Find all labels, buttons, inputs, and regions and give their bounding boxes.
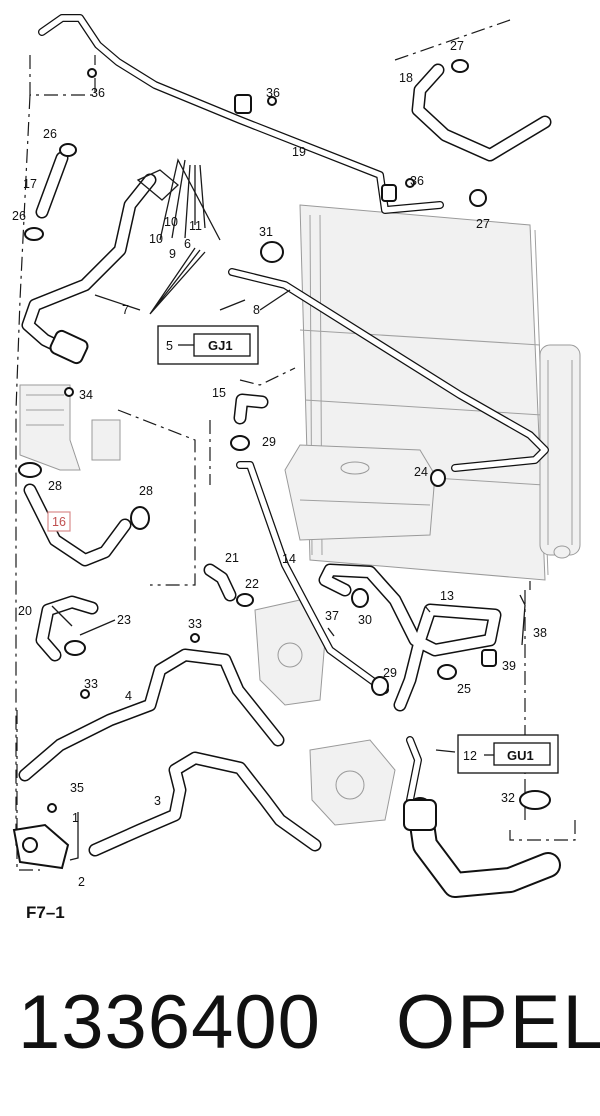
callout-30: 30 [358,613,372,627]
callout-38: 38 [533,626,547,640]
pipe-4 [18,648,285,782]
callout-11: 11 [189,219,202,233]
callout-9: 9 [169,247,176,261]
callout-29: 29 [262,435,276,449]
part-16-highlight-box [47,511,71,532]
callout-3: 3 [154,794,161,808]
callout-22: 22 [245,577,259,591]
callout-31: 31 [259,225,273,239]
callout-19: 19 [292,145,306,159]
callout-27: 27 [450,39,464,53]
reference-box-gu1: 12 GU1 [457,734,559,774]
callout-36: 36 [266,86,280,100]
leader-lines [51,158,456,861]
callout-28: 28 [48,479,62,493]
callout-10: 10 [149,232,163,246]
thermostat-pump-ghost [254,599,396,826]
callout-20: 20 [18,604,32,618]
cooling-system-exploded-diagram: 5 GJ1 12 GU1 36 36 36 27 27 18 19 26 26 … [12,14,581,922]
reference-box-gj1: 5 GJ1 [157,325,259,365]
callout-27: 27 [476,217,490,231]
pipe-3 [88,751,322,857]
callout-24: 24 [414,465,428,479]
callout-8: 8 [253,303,260,317]
callout-2: 2 [78,875,85,889]
callout-36: 36 [91,86,105,100]
callout-13: 13 [440,589,454,603]
callout-26: 26 [12,209,26,223]
callout-1: 1 [72,811,79,825]
callout-15: 15 [212,386,226,400]
callout-10: 10 [164,215,178,229]
callout-25: 25 [457,682,471,696]
hose-13 [318,563,502,712]
hose-16 [23,483,132,567]
hose-18 [411,63,552,162]
part-number: 1336400 [18,980,321,1065]
figure-label: F7–1 [26,903,65,922]
expansion-tank-ghost [284,444,436,541]
gu1-index: 12 [463,749,477,763]
gj1-code: GJ1 [208,338,233,353]
outlet-housing-1 [12,823,70,870]
callout-37: 37 [325,609,339,623]
hose-7 [21,169,179,365]
gj1-index: 5 [166,339,173,353]
hose-21 [203,563,237,602]
callout-4: 4 [125,689,132,703]
gu1-code: GU1 [507,748,534,763]
callout-16: 16 [52,515,66,529]
callout-32: 32 [501,791,515,805]
callout-numbers: 36 36 36 27 27 18 19 26 26 17 31 10 10 1… [12,39,547,889]
callout-14: 14 [282,552,296,566]
hose-20 [35,595,99,662]
hose-15 [233,393,269,425]
callout-23: 23 [117,613,131,627]
hose-17 [35,151,69,219]
lower-radiator-hose [403,736,561,898]
callout-39: 39 [502,659,516,673]
callout-18: 18 [399,71,413,85]
callout-33: 33 [188,617,202,631]
callout-33: 33 [84,677,98,691]
clamps [18,59,551,810]
callout-34: 34 [79,388,93,402]
brand-name: OPEL [396,980,600,1065]
callout-7: 7 [122,303,129,317]
callout-29: 29 [383,666,397,680]
pipe-14 [236,461,389,694]
bolts [47,68,415,813]
callout-26: 26 [43,127,57,141]
callout-21: 21 [225,551,239,565]
air-filter-ghost [19,384,121,471]
pipe-8 [228,268,549,472]
callout-17: 17 [23,177,37,191]
callout-28: 28 [139,484,153,498]
callout-36: 36 [410,174,424,188]
callout-6: 6 [184,237,191,251]
callout-35: 35 [70,781,84,795]
